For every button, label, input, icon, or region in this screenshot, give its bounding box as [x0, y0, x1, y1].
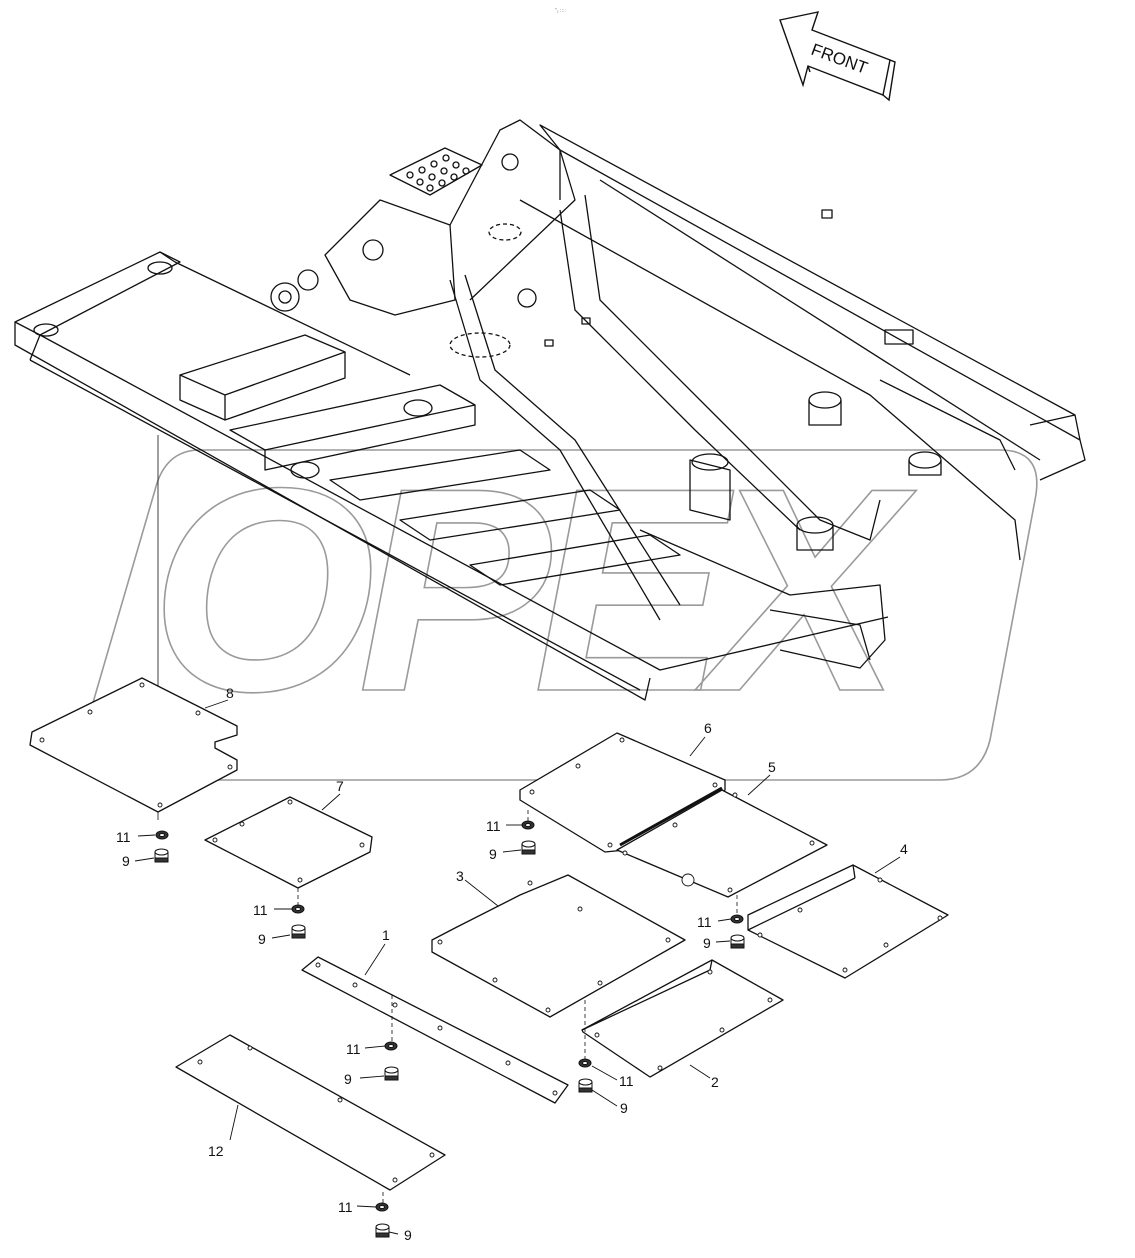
plate-8 — [29, 677, 238, 813]
callout-11-e: 11 — [346, 1041, 361, 1057]
bolt-9-d — [730, 934, 745, 949]
callout-5: 5 — [768, 759, 776, 775]
callout-11-c: 11 — [486, 818, 501, 834]
callout-9-b: 9 — [258, 931, 266, 947]
plate-4 — [747, 864, 949, 979]
callout-9-a: 9 — [122, 853, 130, 869]
callout-2: 2 — [711, 1074, 719, 1090]
callout-9-d: 9 — [703, 935, 711, 951]
leader-lines — [134, 699, 901, 1235]
front-arrow: FRONT — [779, 11, 896, 102]
callout-8: 8 — [226, 685, 234, 701]
bolt-9-c — [521, 840, 536, 855]
callout-labels: 8 7 6 5 4 3 2 1 12 11 9 11 9 11 9 11 9 1… — [116, 685, 908, 1243]
bolt-9-g — [375, 1223, 390, 1238]
washer-11-a — [155, 830, 169, 840]
plate-2-flange — [581, 959, 713, 1031]
callout-11-b: 11 — [253, 902, 268, 918]
bolt-9-b — [291, 924, 306, 939]
fastener-axes — [297, 810, 738, 1205]
callout-11-f: 11 — [619, 1073, 634, 1089]
callout-9-c: 9 — [489, 846, 497, 862]
callout-7: 7 — [336, 778, 344, 794]
header-mark: ˮ₂ ∷∷ — [555, 8, 566, 14]
callout-1: 1 — [382, 927, 390, 943]
front-arrow-shadow — [807, 59, 896, 102]
watermark-text: OPEX — [150, 428, 917, 752]
callout-9-f: 9 — [620, 1100, 628, 1116]
callout-11-d: 11 — [697, 914, 712, 930]
washer-11-f — [578, 1058, 592, 1068]
opex-watermark: OPEX — [82, 427, 1038, 781]
callout-6: 6 — [704, 720, 712, 736]
callout-11-a: 11 — [116, 829, 131, 845]
bolt-9-f — [578, 1078, 593, 1093]
callout-3: 3 — [456, 868, 464, 884]
plate-2 — [581, 959, 784, 1078]
washer-11-e — [384, 1041, 398, 1051]
plate-1 — [301, 956, 569, 1104]
plate-joint-seam — [619, 786, 723, 847]
callout-9-e: 9 — [344, 1071, 352, 1087]
plate-7 — [204, 796, 373, 889]
callout-12: 12 — [208, 1143, 224, 1159]
plate-12 — [175, 1034, 446, 1191]
washer-11-d — [730, 914, 744, 924]
callout-11-g: 11 — [338, 1199, 353, 1215]
washer-11-c — [521, 820, 535, 830]
watermark-rounded-frame — [82, 449, 1038, 781]
step-pad-holes — [406, 154, 470, 192]
cover-plates — [29, 677, 949, 1191]
plate-4-flange — [747, 864, 856, 931]
callout-9-g: 9 — [404, 1227, 412, 1243]
bolt-9-a — [154, 848, 169, 863]
callout-4: 4 — [900, 841, 908, 857]
bolt-9-e — [384, 1066, 399, 1081]
front-arrow-shape — [779, 11, 891, 96]
washer-11-b — [291, 904, 305, 914]
washer-11-g — [375, 1202, 389, 1212]
plate-holes — [39, 682, 943, 1183]
upper-frame — [14, 119, 1086, 701]
